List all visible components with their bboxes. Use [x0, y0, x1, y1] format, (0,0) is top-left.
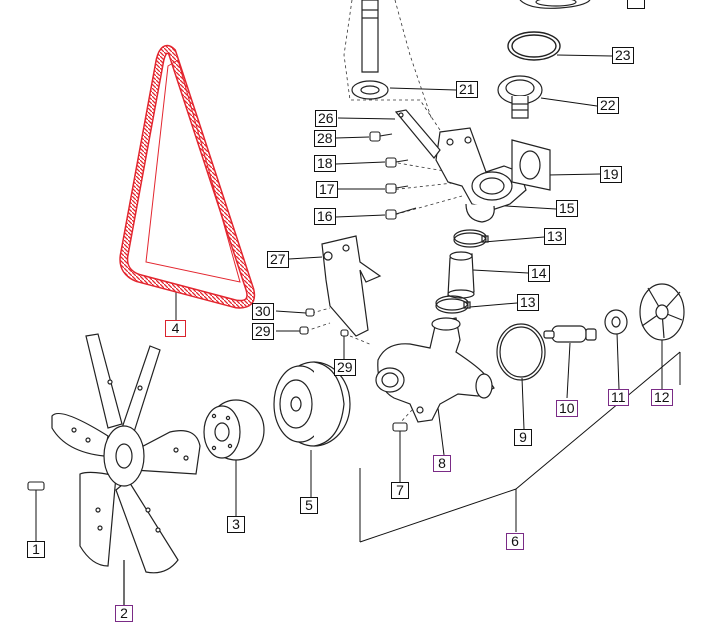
coolant-hose — [448, 252, 474, 298]
callout-15[interactable]: 15 — [556, 200, 578, 217]
callout-30[interactable]: 30 — [252, 303, 274, 320]
thermostat — [498, 76, 542, 118]
callout-5[interactable]: 5 — [300, 497, 318, 514]
callout-16[interactable]: 16 — [314, 208, 336, 225]
callout-28[interactable]: 28 — [314, 130, 336, 147]
callout-2[interactable]: 2 — [115, 605, 133, 622]
radiator-cap — [520, 0, 590, 8]
callout-partial-top[interactable] — [627, 0, 645, 9]
mounting-bracket — [322, 236, 380, 336]
callout-8[interactable]: 8 — [433, 455, 451, 472]
water-pump-pulley — [274, 362, 350, 446]
strap-bracket — [396, 110, 440, 158]
pump-seal — [605, 310, 627, 334]
cooling-fan — [52, 334, 200, 605]
thermostat-seal-ring — [508, 32, 560, 60]
housing-bolts — [370, 132, 416, 219]
callout-17[interactable]: 17 — [316, 181, 338, 198]
callout-1[interactable]: 1 — [27, 541, 45, 558]
coolant-pipe — [362, 0, 378, 72]
thermostat-gasket — [512, 140, 550, 190]
callout-23[interactable]: 23 — [612, 47, 634, 64]
callout-13-upper[interactable]: 13 — [544, 228, 566, 245]
hose-clamp-upper — [454, 230, 488, 247]
thermostat-housing — [436, 128, 526, 222]
callout-11[interactable]: 11 — [608, 389, 629, 406]
callout-22[interactable]: 22 — [597, 97, 619, 114]
callout-14[interactable]: 14 — [528, 265, 550, 282]
callout-6[interactable]: 6 — [506, 533, 524, 550]
callout-29-lower[interactable]: 29 — [334, 359, 356, 376]
callout-26[interactable]: 26 — [315, 110, 337, 127]
callout-18[interactable]: 18 — [314, 155, 336, 172]
leader-lines — [35, 54, 681, 543]
hose-clamp-lower — [436, 296, 470, 313]
callout-27[interactable]: 27 — [267, 251, 289, 268]
callout-13-lower[interactable]: 13 — [517, 294, 539, 311]
pipe-washer — [352, 81, 388, 99]
water-pump-housing — [376, 318, 494, 422]
callout-21[interactable]: 21 — [456, 81, 478, 98]
callout-3[interactable]: 3 — [227, 516, 245, 533]
pump-gasket — [497, 324, 545, 380]
bracket-screws — [300, 309, 348, 336]
callout-10[interactable]: 10 — [556, 400, 578, 417]
callout-9[interactable]: 9 — [514, 429, 532, 446]
drive-belt — [119, 44, 256, 309]
pump-bolt — [393, 423, 407, 438]
callout-29-left[interactable]: 29 — [252, 323, 274, 340]
fan-spacer — [204, 400, 264, 460]
fan-bolt — [28, 482, 44, 500]
callout-12[interactable]: 12 — [651, 389, 673, 406]
callout-7[interactable]: 7 — [391, 482, 409, 499]
pump-shaft-bearing — [544, 326, 596, 342]
pump-impeller — [640, 284, 684, 340]
callout-19[interactable]: 19 — [600, 166, 622, 183]
callout-4[interactable]: 4 — [165, 320, 186, 337]
